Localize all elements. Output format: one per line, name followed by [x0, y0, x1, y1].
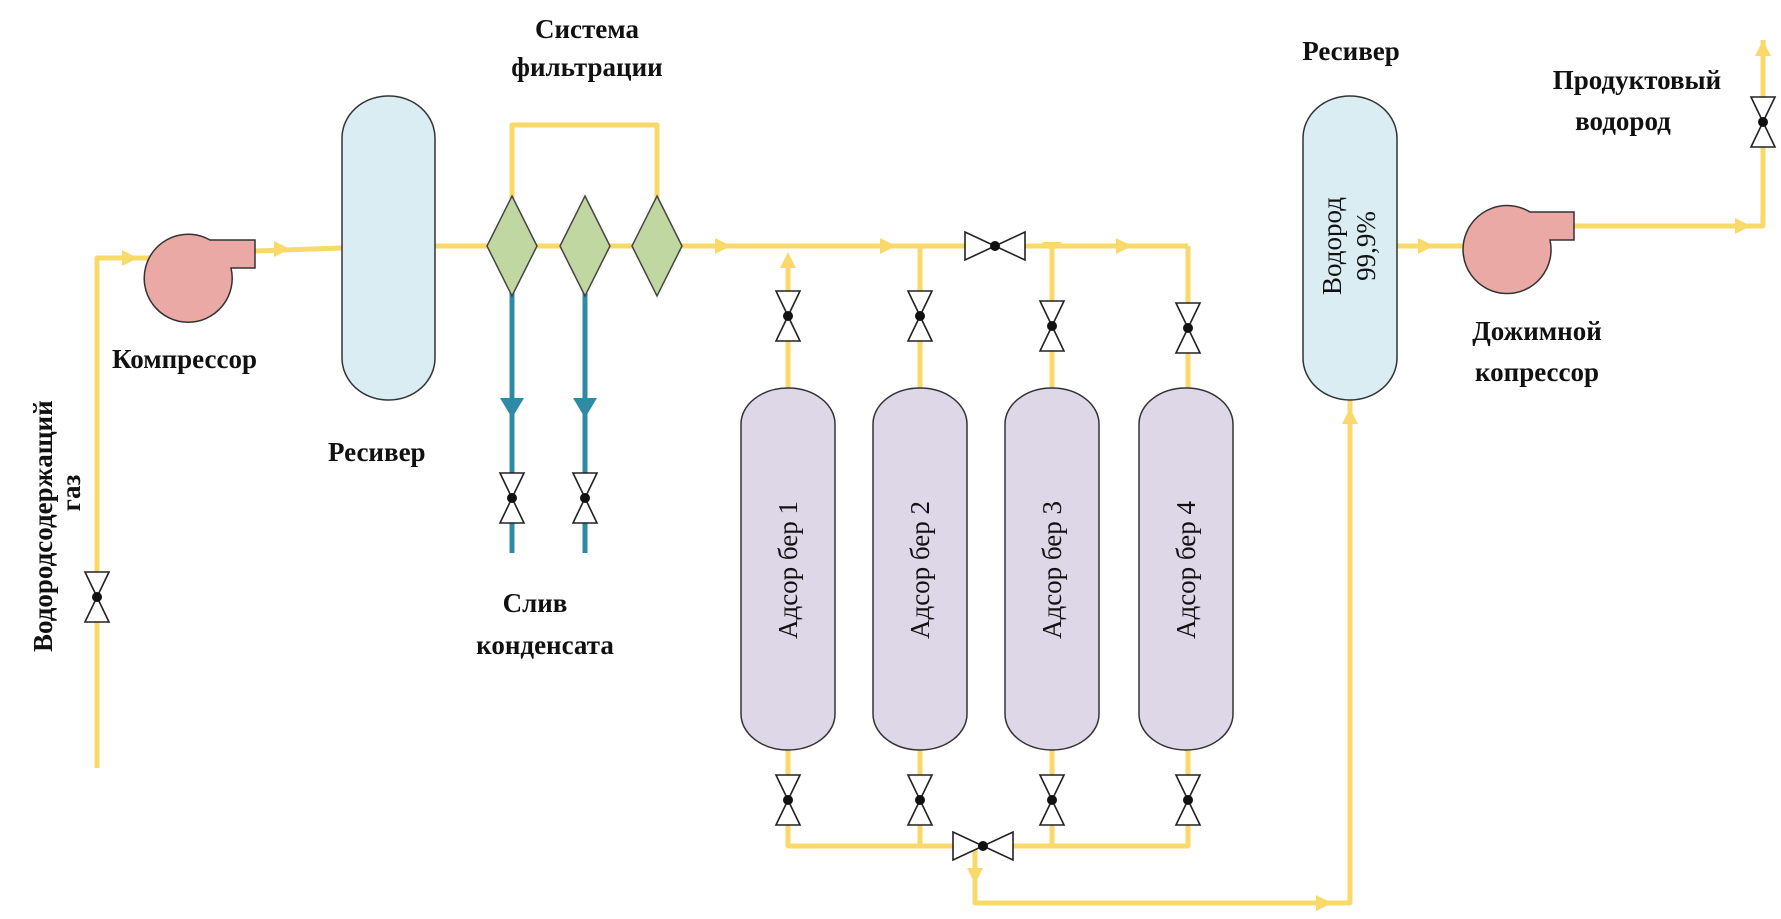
bottom-manifold-pipe — [785, 750, 1191, 849]
arrow-header-1 — [715, 238, 731, 254]
booster-compressor-icon — [1462, 204, 1575, 295]
pipe-compressor-receiver — [254, 245, 343, 254]
filtration-label-line2: фильтрации — [511, 52, 662, 82]
valve-icon[interactable] — [571, 472, 599, 524]
inlet-label-line1: Водородсодержащий — [28, 400, 58, 652]
booster-label-line2: копрессор — [1475, 357, 1599, 387]
filter-icon — [486, 194, 683, 298]
valve-icon[interactable] — [906, 290, 934, 342]
valve-icon[interactable] — [1038, 774, 1066, 826]
arrow-adsorber1-up — [780, 252, 796, 268]
filtration-label-line1: Система — [535, 14, 639, 44]
arrow-header-3 — [1116, 238, 1132, 254]
product-label-line2: водород — [1575, 106, 1671, 136]
flow-arrows — [122, 40, 1771, 911]
arrow-header-2 — [880, 238, 896, 254]
receiver1-label: Ресивер — [328, 437, 426, 467]
arrow-to-product — [1735, 218, 1751, 234]
product-label-line1: Продуктовый — [1553, 65, 1721, 95]
arrow-product-out — [1755, 40, 1771, 56]
valve-icon[interactable] — [964, 230, 1026, 262]
valve-icon[interactable] — [1174, 302, 1202, 354]
valves — [83, 96, 1777, 862]
valve-icon[interactable] — [498, 472, 526, 524]
inlet-label-line2: газ — [56, 475, 86, 512]
arrow-inlet — [122, 250, 138, 266]
valve-icon[interactable] — [1749, 96, 1777, 148]
drain-arrow-1 — [500, 398, 524, 418]
valve-icon[interactable] — [1174, 774, 1202, 826]
hydrogen-label-line1: Водород — [1317, 197, 1347, 295]
receiver2-label: Ресивер — [1302, 36, 1400, 66]
adsorber-icon — [740, 387, 1234, 751]
drain-label-line2: конденсата — [476, 630, 614, 660]
drain-label-line1: Слив — [503, 588, 568, 618]
adsorber1-label: Адсор бер 1 — [773, 501, 803, 639]
valve-icon[interactable] — [774, 290, 802, 342]
adsorber3-label: Адсор бер 3 — [1037, 501, 1067, 639]
receiver-icon — [341, 95, 436, 401]
arrow-return-right — [1316, 895, 1332, 911]
compressor-icon — [143, 233, 256, 323]
arrow-to-receiver — [274, 241, 290, 257]
adsorber2-label: Адсор бер 2 — [905, 501, 935, 639]
arrow-adsorber3-down — [1042, 242, 1062, 252]
arrow-to-booster — [1418, 238, 1434, 254]
receiver-icon — [1302, 95, 1398, 401]
inlet-pipe — [94, 255, 162, 768]
booster-label-line1: Дожимной — [1472, 316, 1602, 346]
arrow-return-down — [967, 868, 983, 884]
valve-icon[interactable] — [952, 830, 1014, 862]
valve-icon[interactable] — [774, 774, 802, 826]
valve-icon[interactable] — [83, 571, 111, 623]
hydrogen-label-line2: 99,9% — [1351, 211, 1381, 281]
adsorber4-label: Адсор бер 4 — [1171, 500, 1201, 639]
filter-bypass-pipe — [509, 122, 660, 246]
compressor-label: Компрессор — [112, 344, 257, 374]
drain-arrow-2 — [573, 398, 597, 418]
valve-icon[interactable] — [1038, 300, 1066, 352]
arrow-return-up — [1342, 408, 1358, 424]
valve-icon[interactable] — [906, 774, 934, 826]
